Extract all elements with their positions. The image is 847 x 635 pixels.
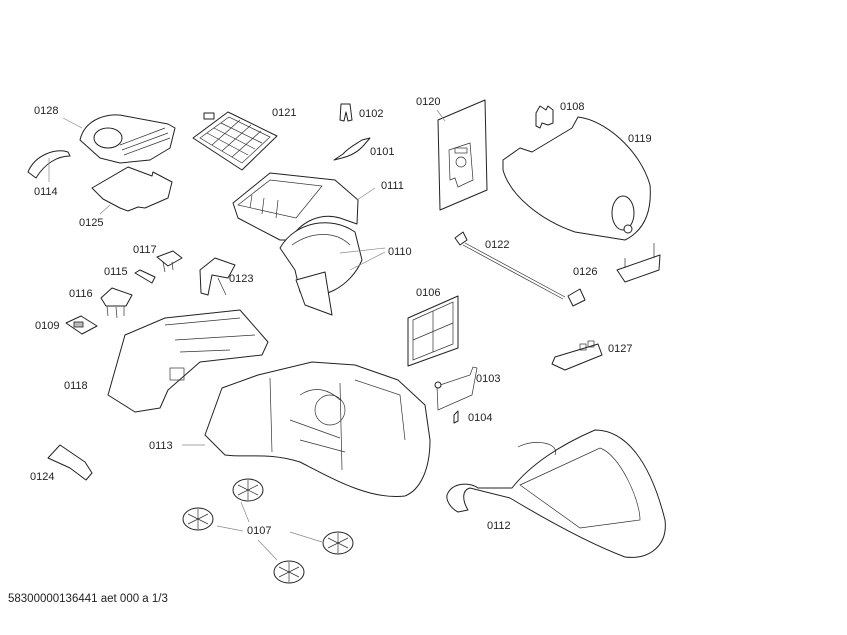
label-0126: 0126 (573, 266, 598, 278)
label-0112: 0112 (487, 520, 511, 532)
label-0101: 0101 (370, 146, 395, 158)
label-0103: 0103 (476, 373, 501, 385)
part-0112 (446, 429, 666, 558)
part-0125 (91, 166, 173, 215)
part-0101 (333, 137, 371, 161)
label-0108: 0108 (560, 101, 585, 113)
wheel (273, 560, 305, 584)
part-0108 (535, 105, 554, 129)
label-0106: 0106 (416, 287, 441, 299)
label-0125: 0125 (79, 217, 104, 229)
label-0113: 0113 (149, 440, 173, 452)
label-0124: 0124 (30, 471, 55, 483)
label-0118: 0118 (64, 380, 88, 392)
label-0117: 0117 (133, 244, 157, 256)
part-0123 (199, 257, 236, 296)
label-0120: 0120 (416, 96, 441, 108)
label-0114: 0114 (34, 186, 58, 198)
part-0104 (453, 410, 459, 424)
label-0127: 0127 (608, 343, 633, 355)
part-0114 (27, 150, 71, 182)
label-0116: 0116 (69, 288, 93, 300)
part-0119 (502, 116, 651, 241)
part-0115 (134, 269, 156, 284)
label-0111: 0111 (381, 180, 404, 192)
label-0119: 0119 (628, 133, 652, 145)
label-0107: 0107 (247, 525, 272, 537)
part-0116 (100, 287, 133, 319)
label-0122: 0122 (485, 239, 510, 251)
label-0110: 0110 (388, 246, 412, 258)
part-0124 (47, 444, 93, 481)
label-0104: 0104 (468, 412, 493, 424)
part-0102 (339, 103, 353, 122)
document-code: 58300000136441 aet 000 a 1/3 (8, 593, 168, 605)
part-0121 (192, 111, 278, 171)
part-0110 (279, 222, 386, 316)
part-0107-wheels (182, 478, 354, 584)
part-0103 (434, 366, 478, 411)
part-0122 (454, 231, 586, 307)
part-0118 (107, 309, 269, 413)
part-0109 (65, 315, 98, 335)
part-0106 (407, 295, 459, 367)
label-0115: 0115 (104, 266, 128, 278)
label-0123: 0123 (229, 273, 254, 285)
part-0126 (616, 243, 661, 283)
label-0102: 0102 (359, 108, 384, 120)
label-0109: 0109 (35, 320, 60, 332)
part-0113 (182, 361, 431, 498)
part-0120 (436, 99, 488, 211)
wheel (182, 507, 214, 531)
part-0128 (62, 114, 176, 164)
part-0127 (551, 340, 603, 371)
wheel (322, 531, 354, 555)
part-0117 (156, 250, 183, 273)
label-0121: 0121 (272, 107, 297, 119)
label-0128: 0128 (34, 105, 59, 117)
wheel (232, 478, 264, 502)
